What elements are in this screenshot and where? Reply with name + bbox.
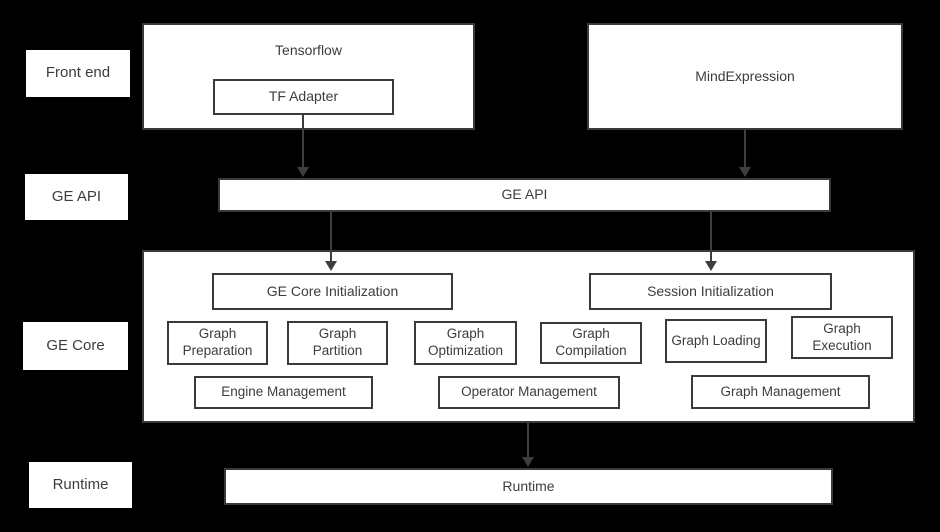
- side-label-runtime: Runtime: [29, 462, 132, 508]
- ge-core-initialization-box: GE Core Initialization: [212, 273, 453, 310]
- tf-adapter-box: TF Adapter: [213, 79, 394, 115]
- side-label-ge-core: GE Core: [23, 322, 128, 370]
- ge-core-container: GE Core Initialization Session Initializ…: [142, 250, 915, 423]
- tensorflow-box: Tensorflow TF Adapter: [142, 23, 475, 130]
- runtime-bar: Runtime: [224, 468, 833, 505]
- tensorflow-label: Tensorflow: [275, 42, 342, 59]
- graph-execution-box: Graph Execution: [791, 316, 893, 359]
- graph-management-box: Graph Management: [691, 375, 870, 409]
- session-initialization-box: Session Initialization: [589, 273, 832, 310]
- operator-management-box: Operator Management: [438, 376, 620, 409]
- side-label-front-end: Front end: [26, 50, 130, 97]
- side-label-ge-api: GE API: [25, 174, 128, 220]
- graph-loading-box: Graph Loading: [665, 319, 767, 363]
- graph-optimization-box: Graph Optimization: [414, 321, 517, 365]
- engine-management-box: Engine Management: [194, 376, 373, 409]
- graph-partition-box: Graph Partition: [287, 321, 388, 365]
- graph-compilation-box: Graph Compilation: [540, 322, 642, 364]
- graph-preparation-box: Graph Preparation: [167, 321, 268, 365]
- mindexpression-box: MindExpression: [587, 23, 903, 130]
- ge-api-bar: GE API: [218, 178, 831, 212]
